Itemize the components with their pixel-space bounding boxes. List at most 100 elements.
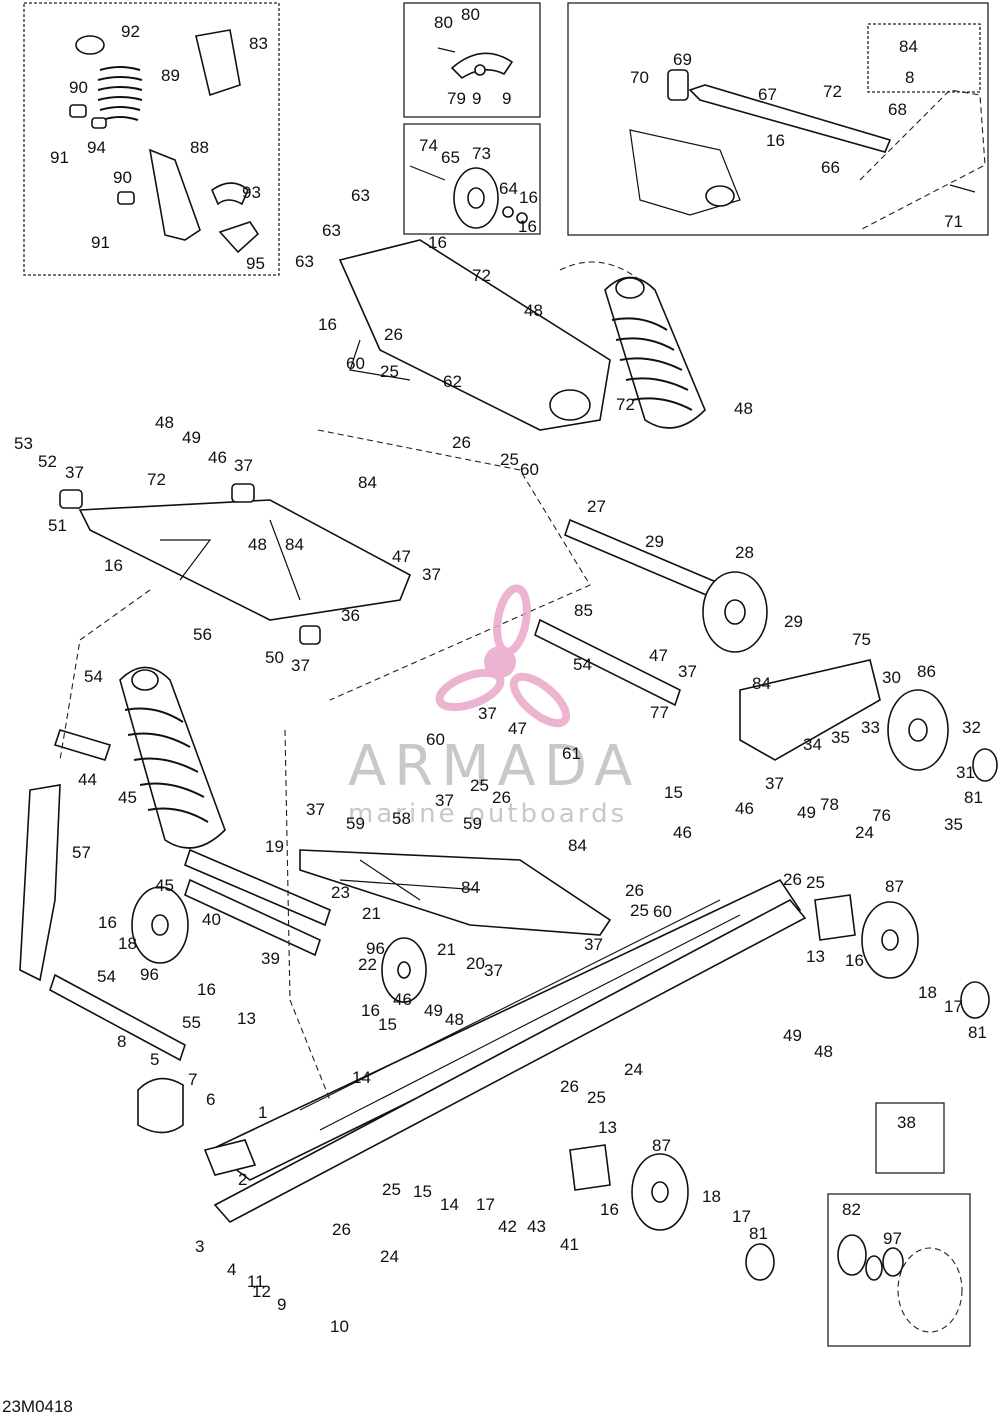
callout-label: 97 [883, 1229, 902, 1248]
callout-label: 37 [306, 800, 325, 819]
callout-label: 17 [476, 1195, 495, 1214]
callout-label: 18 [702, 1187, 721, 1206]
callout-label: 19 [265, 837, 284, 856]
callout-label: 25 [806, 873, 825, 892]
callout-label: 23 [331, 883, 350, 902]
callout-label: 7 [188, 1070, 197, 1089]
callout-label: 15 [413, 1182, 432, 1201]
connection-lines [59, 261, 641, 1101]
callout-label: 76 [872, 806, 891, 825]
callout-label: 25 [587, 1088, 606, 1107]
callout-label: 17 [944, 997, 963, 1016]
callout-label: 25 [380, 362, 399, 381]
callout-label: 77 [650, 703, 669, 722]
callout-label: 87 [885, 877, 904, 896]
callout-label: 79 [447, 89, 466, 108]
callout-label: 12 [252, 1282, 271, 1301]
callout-label: 91 [91, 233, 110, 252]
inset-rear-arm-parts [629, 69, 986, 231]
callout-label: 37 [678, 662, 697, 681]
front-cross-arm [59, 483, 412, 645]
callout-label: 11 [247, 1272, 265, 1291]
callout-label: 61 [562, 744, 581, 763]
callout-label: 25 [500, 450, 519, 469]
callout-label: 16 [361, 1001, 380, 1020]
callout-label: 16 [104, 556, 123, 575]
callout-label: 46 [393, 990, 412, 1009]
callout-label: 72 [823, 82, 842, 101]
callout-label: 74 [419, 136, 438, 155]
callout-label: 87 [652, 1136, 671, 1155]
callout-label: 30 [882, 668, 901, 687]
callout-label: 29 [645, 532, 664, 551]
callout-label: 38 [897, 1113, 916, 1132]
callout-label: 46 [208, 448, 227, 467]
callout-label: 83 [249, 34, 268, 53]
callout-label: 88 [190, 138, 209, 157]
rear-idler-wheels [569, 748, 998, 1281]
callout-label: 26 [625, 881, 644, 900]
callout-label: 37 [435, 791, 454, 810]
callout-label: 89 [161, 66, 180, 85]
callout-label: 25 [470, 776, 489, 795]
callout-label: 17 [732, 1207, 751, 1226]
inset-bracket-parts [437, 47, 514, 80]
wheel-bearing-parts [837, 1234, 963, 1333]
callout-label: 37 [291, 656, 310, 675]
callout-label: 84 [568, 836, 587, 855]
callout-label: 81 [964, 788, 983, 807]
callout-label: 95 [246, 254, 265, 273]
callout-label: 53 [14, 434, 33, 453]
callout-label: 24 [855, 823, 874, 842]
watermark-logo [435, 584, 571, 728]
callout-label: 26 [332, 1220, 351, 1239]
callout-label: 63 [351, 186, 370, 205]
callout-label: 10 [330, 1317, 349, 1336]
callout-label: 64 [499, 179, 518, 198]
callout-label: 9 [277, 1295, 286, 1314]
callout-label: 26 [384, 325, 403, 344]
callout-label: 80 [461, 5, 480, 24]
callout-label: 35 [944, 815, 963, 834]
inset-shock-parts [69, 29, 260, 254]
callout-label: 5 [150, 1050, 159, 1069]
callout-label: 84 [285, 535, 304, 554]
drawing-code: 23M0418 [2, 1397, 73, 1416]
callout-label: 72 [472, 266, 491, 285]
callout-label: 37 [234, 456, 253, 475]
callout-label: 85 [574, 601, 593, 620]
callout-label: 82 [842, 1200, 861, 1219]
callout-label: 16 [845, 951, 864, 970]
callout-label: 63 [295, 252, 314, 271]
callout-label: 16 [600, 1200, 619, 1219]
callout-label: 21 [437, 940, 456, 959]
callout-label: 48 [155, 413, 174, 432]
inset-bracket-detail [403, 2, 541, 118]
callout-label: 37 [478, 704, 497, 723]
callout-label: 8 [117, 1032, 126, 1051]
callout-label: 49 [182, 428, 201, 447]
callout-label: 16 [318, 315, 337, 334]
callout-label: 27 [587, 497, 606, 516]
callout-label: 69 [673, 50, 692, 69]
inset-part-83-detail [867, 23, 981, 93]
callout-label: 57 [72, 843, 91, 862]
callout-label: 16 [197, 980, 216, 999]
callout-label: 54 [97, 967, 116, 986]
inset-idler-parts [409, 165, 528, 229]
mid-cross-arm [299, 849, 612, 936]
callout-label: 26 [560, 1077, 579, 1096]
callout-label: 2 [238, 1170, 247, 1189]
callout-label: 65 [441, 148, 460, 167]
callout-label: 49 [783, 1026, 802, 1045]
callout-label: 48 [248, 535, 267, 554]
callout-label: 24 [624, 1060, 643, 1079]
callout-label: 21 [362, 904, 381, 923]
callout-label: 60 [426, 730, 445, 749]
callout-label: 33 [861, 718, 880, 737]
callout-label: 46 [673, 823, 692, 842]
callout-label: 81 [749, 1224, 768, 1243]
watermark-tagline: marine outboards [348, 799, 627, 829]
callout-label: 90 [113, 168, 132, 187]
callout-label: 26 [452, 433, 471, 452]
